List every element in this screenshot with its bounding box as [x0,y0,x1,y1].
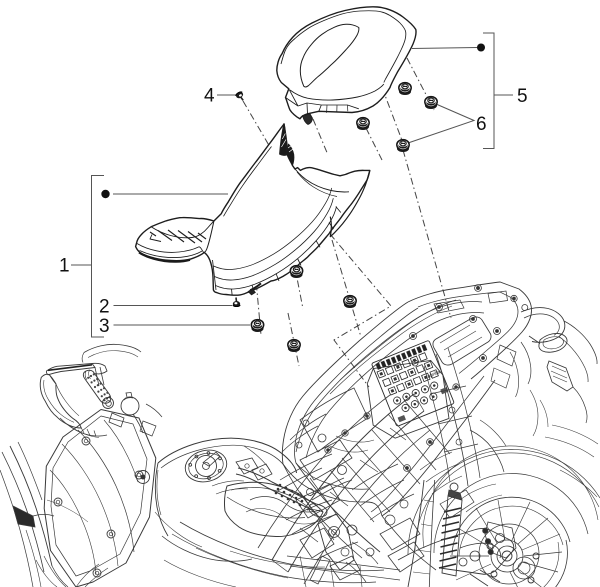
svg-text:1: 1 [59,256,70,277]
svg-text:4: 4 [204,86,215,107]
svg-text:aprilia: aprilia [427,369,442,380]
svg-text:5: 5 [517,86,528,107]
svg-text:3: 3 [99,316,110,337]
svg-text:6: 6 [476,114,487,135]
svg-text:2: 2 [99,297,110,318]
